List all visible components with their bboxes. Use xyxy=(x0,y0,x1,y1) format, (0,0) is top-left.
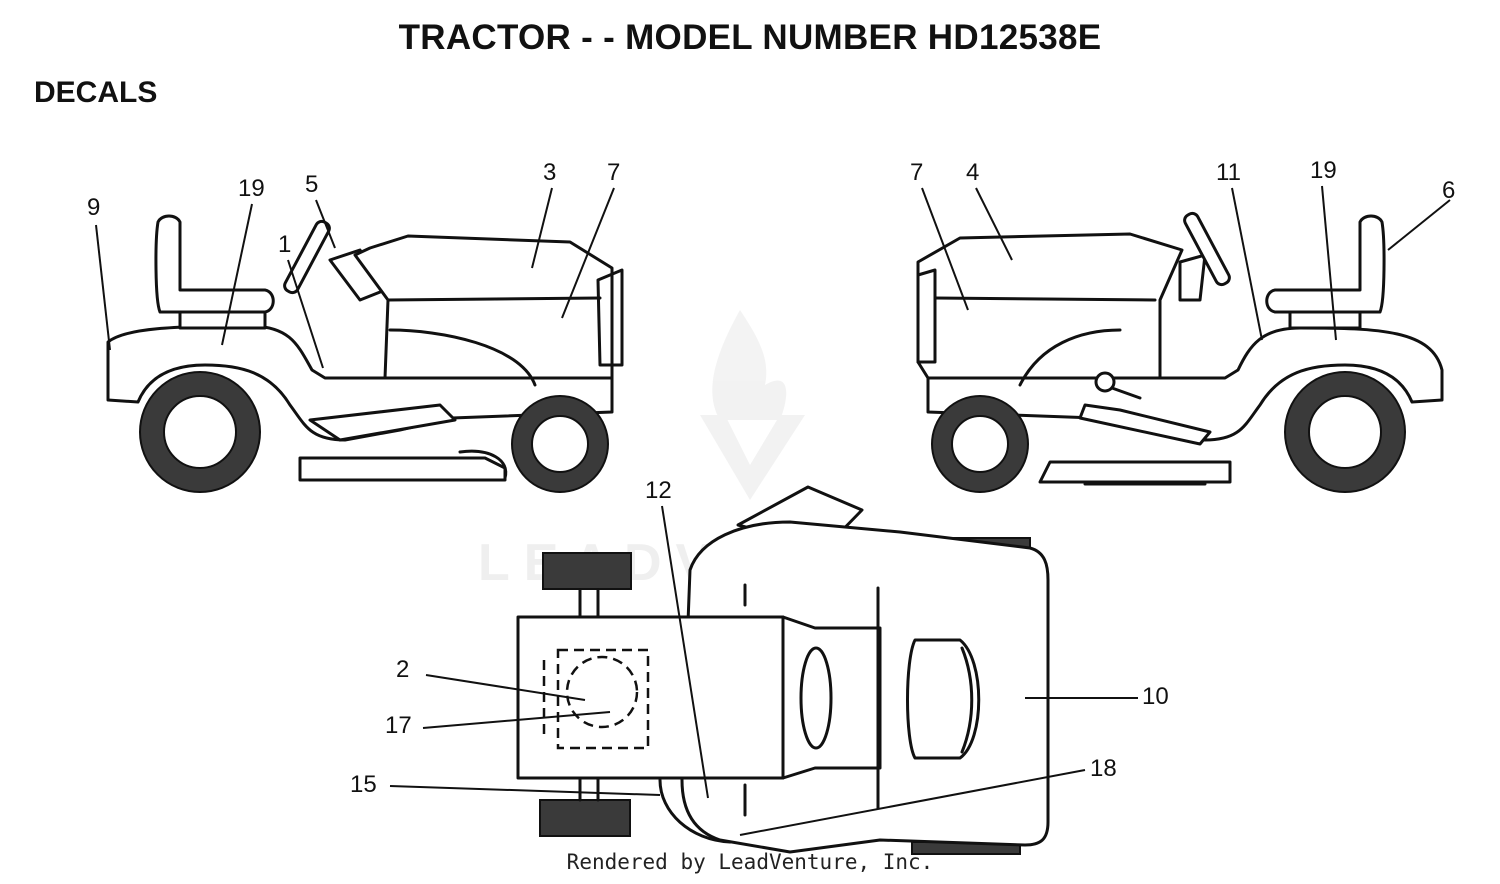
callout-19-right: 19 xyxy=(1310,157,1337,184)
callout-1: 1 xyxy=(278,231,291,258)
callouts-left-view: 9 19 5 1 3 7 xyxy=(87,159,620,369)
callout-18: 18 xyxy=(1090,755,1117,782)
tractor-left-side-view xyxy=(106,214,624,493)
callouts-top-view: 12 2 17 15 10 18 xyxy=(350,477,1169,836)
callout-12: 12 xyxy=(645,477,672,504)
callout-11: 11 xyxy=(1216,159,1241,186)
callout-17: 17 xyxy=(385,712,412,739)
tractor-right-side-view xyxy=(916,211,1444,493)
callout-7: 7 xyxy=(607,159,620,186)
footer-credit: Rendered by LeadVenture, Inc. xyxy=(566,850,934,874)
callout-7-right: 7 xyxy=(910,159,923,186)
page-title: TRACTOR - - MODEL NUMBER HD12538E xyxy=(398,18,1102,57)
section-title: DECALS xyxy=(34,76,158,109)
callout-19: 19 xyxy=(238,175,265,202)
tractor-top-view xyxy=(516,485,1050,855)
callout-6: 6 xyxy=(1442,177,1455,204)
callout-2: 2 xyxy=(396,656,409,683)
callout-5: 5 xyxy=(305,171,318,198)
callout-10: 10 xyxy=(1142,683,1169,710)
callout-15: 15 xyxy=(350,771,377,798)
callout-4: 4 xyxy=(966,159,979,186)
watermark-flame-icon xyxy=(700,310,805,500)
callouts-right-view: 7 4 11 19 6 xyxy=(910,157,1455,341)
callout-3: 3 xyxy=(543,159,556,186)
callout-9: 9 xyxy=(87,194,100,221)
